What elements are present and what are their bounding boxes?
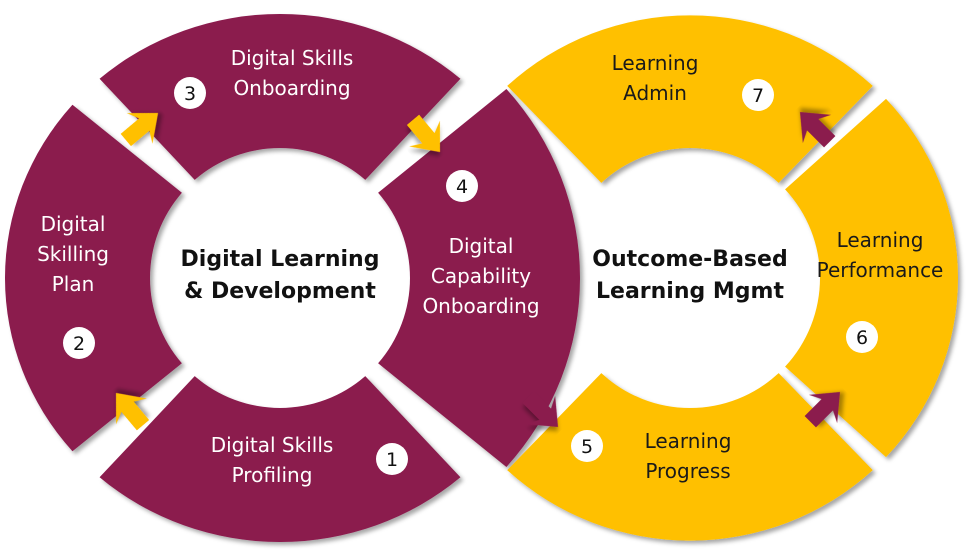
label-line: Skilling: [37, 242, 109, 266]
label-line: Onboarding: [233, 76, 350, 100]
arrow-2-to-3: [120, 113, 158, 147]
label-line: Plan: [52, 272, 95, 296]
step-6-number: 6: [856, 327, 868, 349]
segment-1: [99, 376, 461, 542]
step-2-number: 2: [73, 333, 85, 355]
label-line: Profiling: [232, 463, 313, 487]
label-line: Performance: [817, 258, 944, 282]
arrow-6-to-7: [800, 112, 836, 148]
step-7-number: 7: [752, 85, 764, 107]
label-line: Onboarding: [422, 294, 539, 318]
arrow-5-to-6: [804, 392, 840, 428]
segment-2: [4, 104, 182, 452]
step-6-badge: [846, 321, 878, 353]
left-ring-title-line: & Development: [184, 279, 376, 304]
segment-5: [507, 373, 873, 541]
label-line: Learning: [837, 228, 924, 252]
right-ring-title-line: Learning Mgmt: [596, 279, 784, 304]
label-line: Progress: [645, 459, 730, 483]
step-1-badge: [376, 443, 408, 475]
label-line: Learning: [612, 51, 699, 75]
step-1-number: 1: [386, 449, 398, 471]
step-4-number: 4: [456, 176, 468, 198]
label-line: Digital: [41, 212, 106, 236]
arrow-1-to-2: [116, 393, 150, 431]
segment-3: [99, 13, 461, 180]
step-3-badge: [174, 77, 206, 109]
step-3-number: 3: [184, 83, 196, 105]
label-line: Digital Skills: [211, 433, 334, 457]
label-line: Digital: [449, 234, 514, 258]
label-line: Admin: [623, 81, 687, 105]
step-7-badge: [742, 79, 774, 111]
segment-7: [507, 15, 873, 183]
step-2-badge: [63, 327, 95, 359]
arrow-4-to-5: [522, 391, 558, 427]
step-4-badge: [446, 170, 478, 202]
step-5-number: 5: [581, 436, 593, 458]
right-ring-title-line: Outcome-Based: [592, 247, 787, 272]
label-line: Learning: [645, 429, 732, 453]
step-5-badge: [571, 430, 603, 462]
arrow-3-to-4: [406, 114, 440, 152]
segment-6: [785, 98, 959, 458]
label-line: Digital Skills: [231, 46, 354, 70]
label-line: Capability: [431, 264, 531, 288]
left-ring-title-line: Digital Learning: [181, 247, 380, 272]
segment-4: [378, 89, 581, 467]
